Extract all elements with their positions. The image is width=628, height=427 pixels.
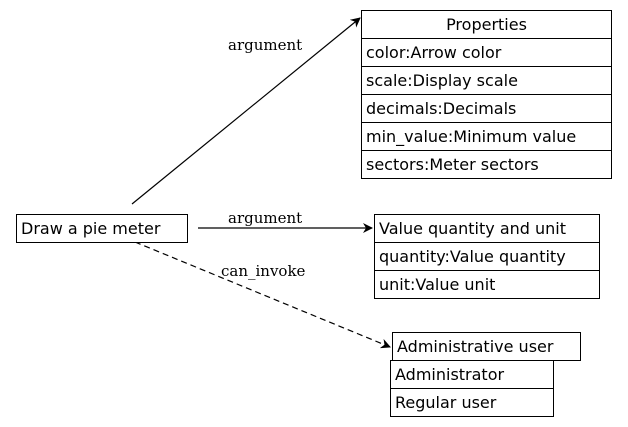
value-item-quantity: quantity:Value quantity [375,242,599,270]
properties-node: Properties color:Arrow color scale:Displ… [361,10,612,179]
value-node: Value quantity and unit quantity:Value q… [374,214,600,299]
source-node-label: Draw a pie meter [21,219,161,238]
edge-to-user [134,241,391,349]
properties-title: Properties [446,15,527,34]
properties-item-decimals: decimals:Decimals [362,94,611,122]
user-node-body: Administrator Regular user [390,360,554,417]
user-node-header: Administrative user [392,332,581,361]
edge-label-argument-properties: argument [228,36,303,54]
source-node: Draw a pie meter [16,214,188,243]
user-title: Administrative user [397,337,554,356]
value-title: Value quantity and unit [379,219,566,238]
edge-label-can-invoke: can_invoke [221,262,306,280]
edge-to-properties [131,17,361,205]
user-item-administrator: Administrator [395,365,505,384]
properties-item-color: color:Arrow color [362,38,611,66]
value-item-unit: unit:Value unit [375,270,599,298]
user-item-regular: Regular user [391,388,553,416]
edge-label-argument-value: argument [228,209,303,227]
properties-item-sectors: sectors:Meter sectors [362,150,611,178]
properties-item-scale: scale:Display scale [362,66,611,94]
properties-item-min-value: min_value:Minimum value [362,122,611,150]
